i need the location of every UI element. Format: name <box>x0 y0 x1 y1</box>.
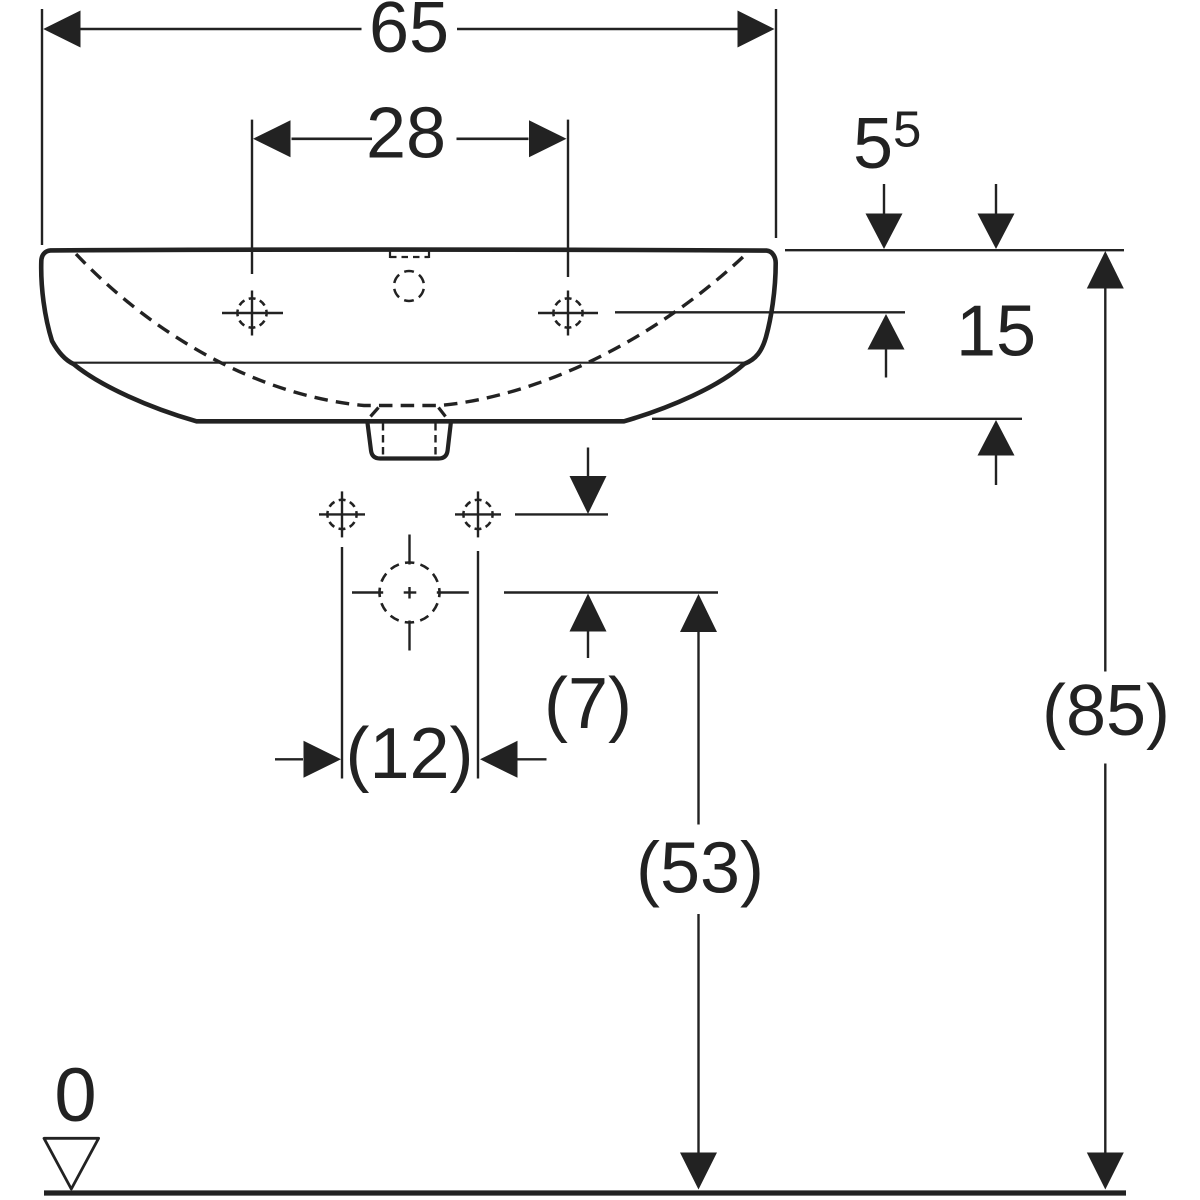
svg-text:0: 0 <box>54 1053 96 1138</box>
svg-text:(7): (7) <box>544 664 632 744</box>
svg-text:(12): (12) <box>345 714 473 794</box>
svg-text:(53): (53) <box>636 829 764 909</box>
svg-text:65: 65 <box>369 0 449 68</box>
svg-text:15: 15 <box>956 292 1036 372</box>
svg-text:55: 55 <box>853 101 921 185</box>
svg-text:28: 28 <box>366 94 446 174</box>
svg-text:(85): (85) <box>1042 671 1170 751</box>
